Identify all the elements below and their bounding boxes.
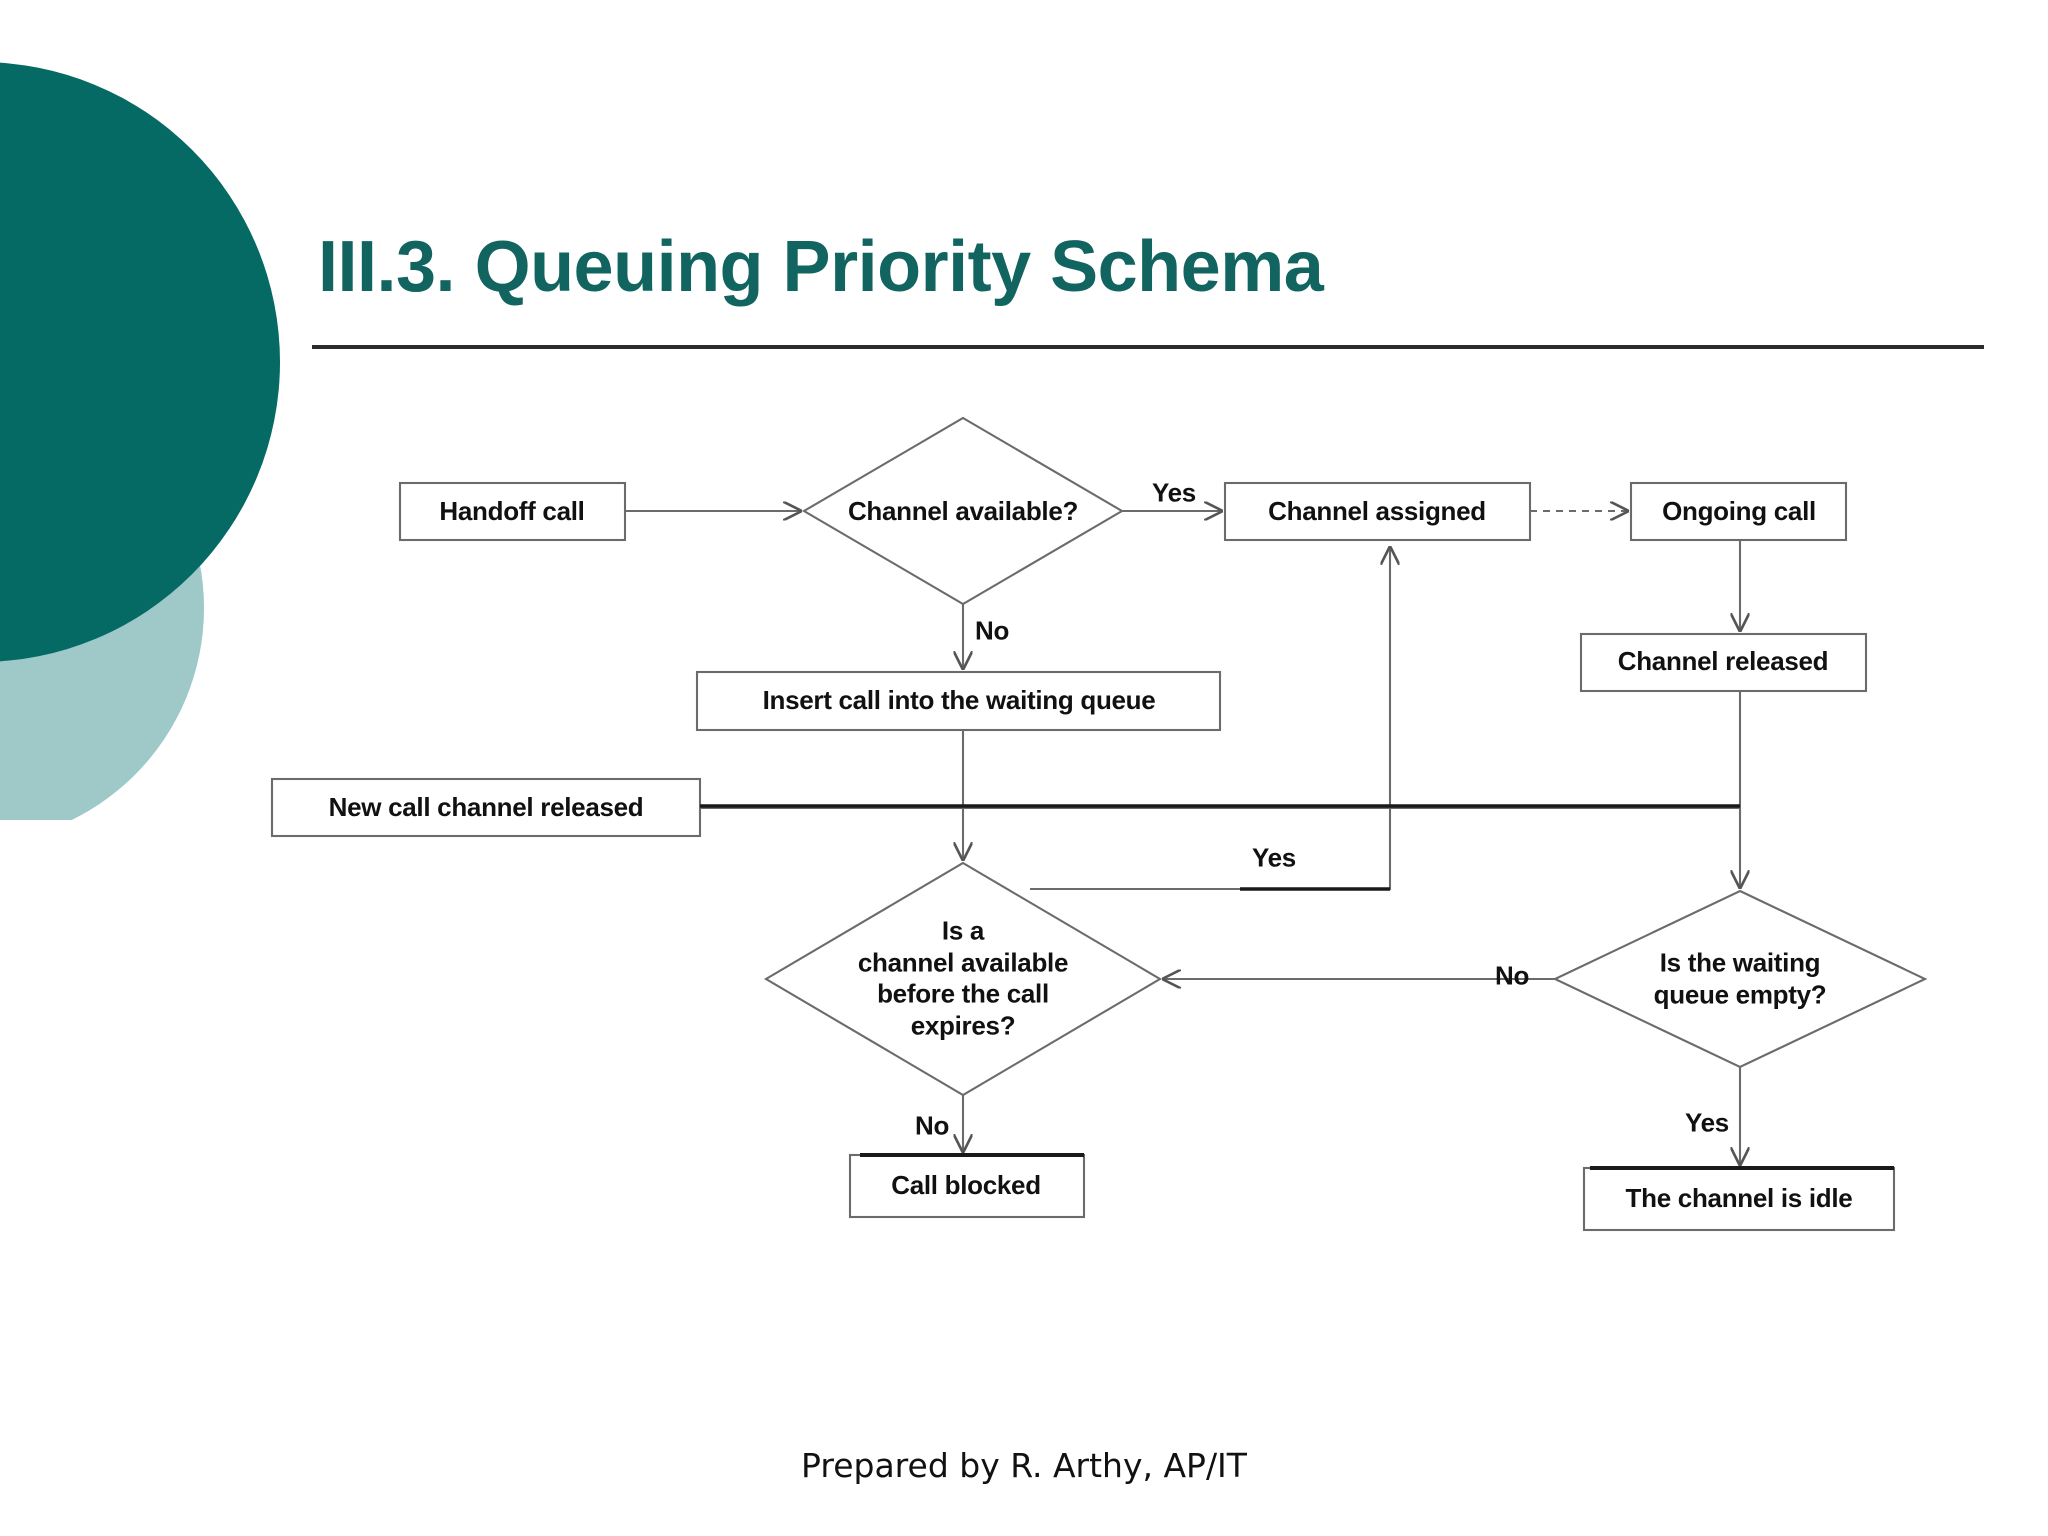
edge-label-no-bottom-left: No xyxy=(914,1110,950,1141)
node-label-channel-idle: The channel is idle xyxy=(1625,1183,1853,1214)
page-title: III.3. Queuing Priority Schema xyxy=(318,227,1324,308)
edge-label-no-top: No xyxy=(974,615,1010,646)
node-label-channel-before-expires: Is a channel available before the call e… xyxy=(857,915,1069,1041)
node-label-channel-available: Channel available? xyxy=(847,496,1079,527)
node-label-ongoing-call: Ongoing call xyxy=(1662,496,1816,527)
node-label-call-blocked: Call blocked xyxy=(891,1170,1041,1201)
scan-artifacts xyxy=(700,804,1894,1170)
node-box-ongoing-call xyxy=(1629,481,1848,542)
edge-label-yes-mid: Yes xyxy=(1252,842,1296,873)
node-label-handoff-call: Handoff call xyxy=(439,496,585,527)
edge-expires-yes-riser xyxy=(1030,548,1390,891)
node-label-new-call-released: New call channel released xyxy=(328,792,644,823)
edge-label-yes-top: Yes xyxy=(1152,477,1196,508)
slide-footer: Prepared by R. Arthy, AP/IT xyxy=(801,1446,1247,1485)
title-divider xyxy=(312,345,1984,349)
edge-label-yes-bottom-right: Yes xyxy=(1685,1107,1729,1138)
node-label-channel-assigned: Channel assigned xyxy=(1268,496,1486,527)
node-label-insert-call-queue: Insert call into the waiting queue xyxy=(762,685,1156,716)
node-label-channel-released: Channel released xyxy=(1617,646,1829,677)
edge-label-no-right: No xyxy=(1494,960,1530,991)
node-label-waiting-queue-empty: Is the waiting queue empty? xyxy=(1653,947,1827,1009)
node-box-insert-call xyxy=(695,670,1222,732)
node-box-channel-released xyxy=(1579,632,1868,693)
